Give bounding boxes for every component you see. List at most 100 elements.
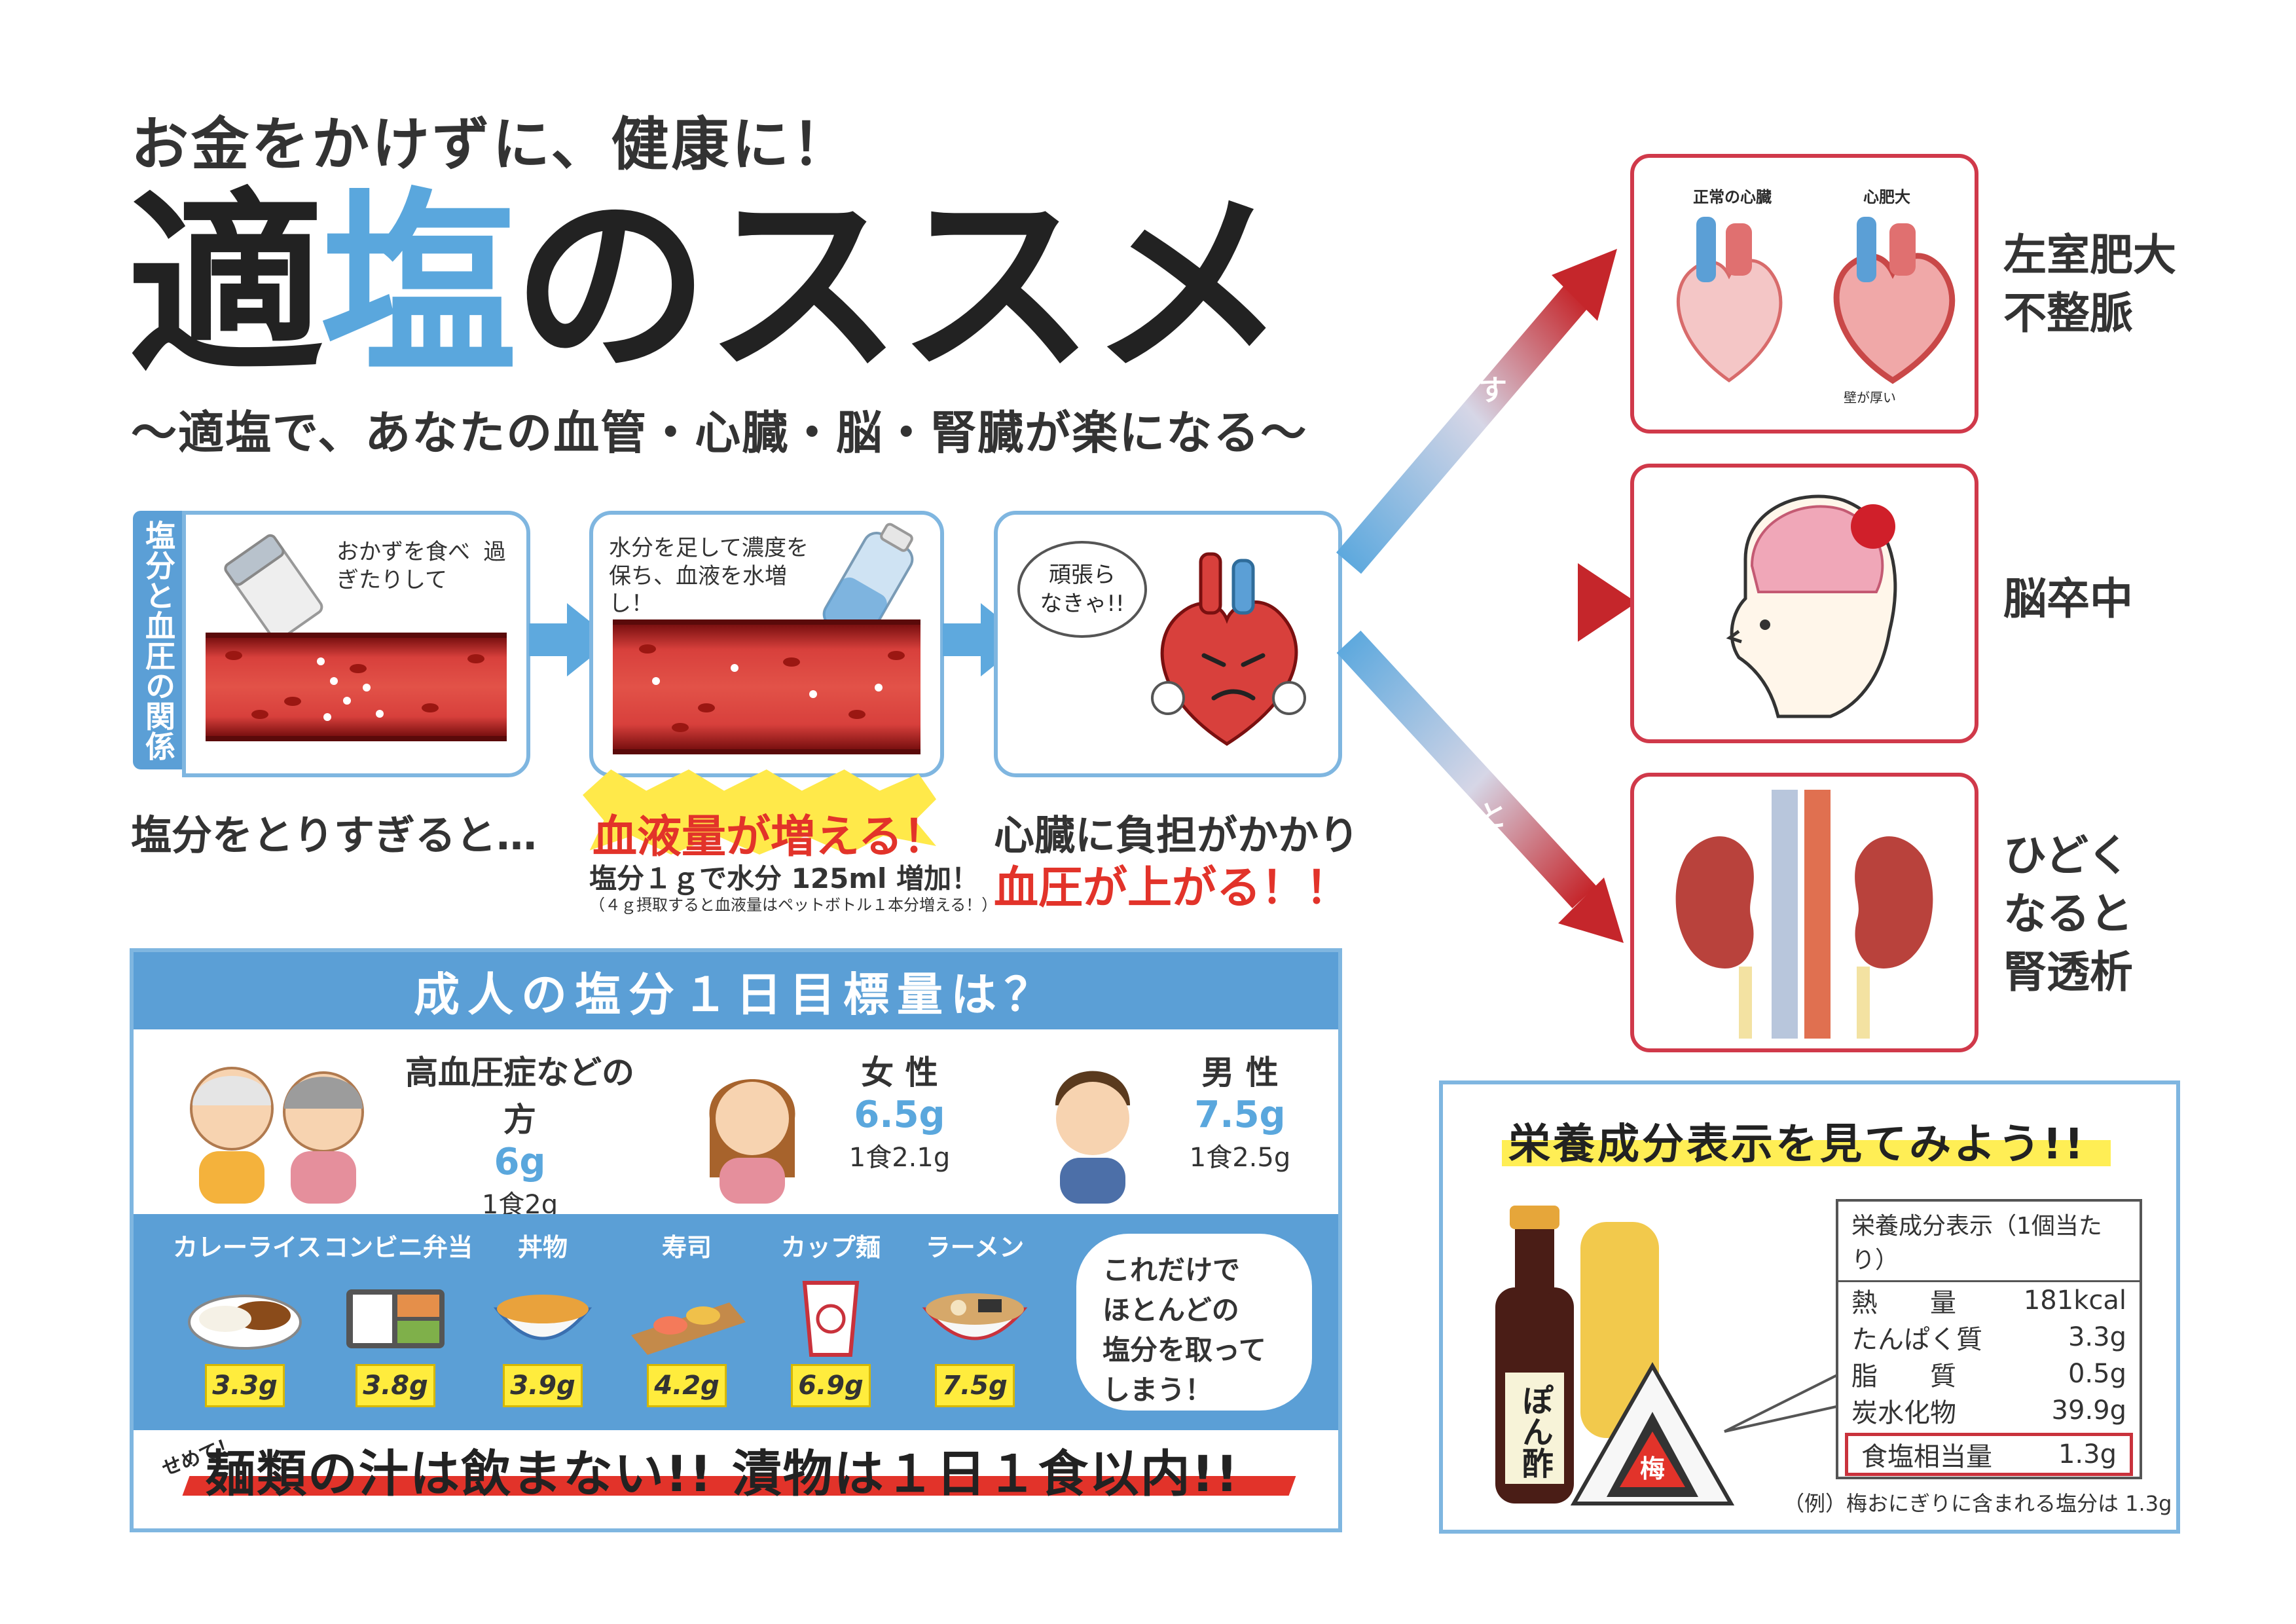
food-name: 丼物 [517, 1233, 568, 1262]
person-female: 女 性 6.5g 1食2.1g [814, 1046, 985, 1174]
food-name: ラーメン [925, 1233, 1025, 1262]
person-female-who: 女 性 [861, 1054, 938, 1092]
arrow-to-brain [1349, 563, 1637, 642]
nutrition-row-value: 0.5g [2068, 1359, 2126, 1389]
elderly-couple-icon [190, 1067, 364, 1204]
nutrition-row-energy: 熱 量 181kcal [1838, 1282, 2140, 1319]
food-salt-badge: 4.2g [647, 1364, 727, 1407]
nutrition-row-value: 181kcal [2023, 1285, 2126, 1316]
page-title: 適塩のススメ [128, 187, 1286, 383]
food-name: カレーライス [173, 1233, 321, 1262]
step1-caption: 塩分をとりすぎると… [131, 811, 538, 859]
person-female-amount: 6.5g [854, 1094, 945, 1136]
people-row: 高血圧症などの方 6g 1食2g 女 性 6.5g 1食2.1g 男 性 7.5… [134, 1033, 1338, 1220]
blood-vessel [206, 633, 507, 741]
normal-heart-icon [1676, 217, 1783, 383]
step2-sub: 塩分１ｇで水分 125ml 増加！ [589, 862, 979, 895]
step1-panel: おかずを食べ 過ぎたりして [182, 511, 530, 777]
arrow-label-top: す [1478, 374, 1507, 407]
heart-text-line2: 不整脈 [2003, 288, 2133, 339]
title-part-1: 適 [128, 169, 324, 400]
food-salt-badge: 3.3g [205, 1364, 285, 1407]
nutrition-title-highlight [1502, 1140, 2111, 1166]
food-salt-badge: 3.8g [355, 1364, 435, 1407]
nutrition-row-label: 炭水化物 [1851, 1398, 1956, 1428]
step2-fine: （４ｇ摂取すると血液量はペットボトル１本分増える！） [589, 896, 998, 914]
nutrition-row-value: 39.9g [2051, 1395, 2126, 1426]
arrow-to-heart [1336, 249, 1617, 574]
food-donburi: 丼物 3.9g [471, 1227, 615, 1407]
nutrition-title: 栄養成分表示を見てみよう!! [1508, 1120, 2086, 1169]
person-hypertension: 高血圧症などの方 6g 1食2g [395, 1046, 644, 1221]
kidneys-icon [1675, 790, 1933, 1039]
stressed-heart-icon [1151, 552, 1306, 746]
salt-warning-bubble: これだけで ほとんどの 塩分を取って しまう！ [1076, 1234, 1312, 1411]
bubble-line-1: これだけで [1102, 1254, 1241, 1286]
step1-note: おかずを食べ 過ぎたりして [337, 539, 506, 593]
nutrition-row-label: 熱 量 [1851, 1288, 1956, 1318]
blood-vessel-expanded [613, 619, 920, 754]
person-hypertension-who: 高血圧症などの方 [405, 1054, 634, 1139]
callout-pointer [1724, 1370, 1844, 1433]
kidney-text-line3: 腎透析 [2003, 947, 2133, 998]
bottom-message: 麺類の汁は飲まない!! 漬物は１日１食以内!! [206, 1445, 1240, 1503]
nutrition-row-salt: 食塩相当量 1.3g [1845, 1433, 2133, 1476]
food-name: カップ麺 [780, 1233, 881, 1262]
arrow-label-mid: る [1478, 589, 1507, 622]
salt-target-title: 成人の塩分１日目標量は？ [134, 952, 1338, 1029]
title-part-2: 塩 [320, 169, 517, 400]
ponzu-bottle-icon: ぽん酢 [1495, 1206, 1659, 1504]
nutrition-salt-value: 1.3g [2058, 1439, 2117, 1469]
outcome-kidney-text: ひどく なると 腎透析 [2003, 826, 2133, 1001]
nutrition-row-label: 脂 質 [1851, 1361, 1956, 1392]
nutrition-table: 栄養成分表示（1個当たり） 熱 量 181kcal たんぱく質 3.3g 脂 質… [1836, 1199, 2142, 1479]
step2-note: 水分を足して濃度を 保ち、血液を水増し！ [609, 535, 809, 617]
food-salt-badge: 6.9g [791, 1364, 871, 1407]
person-male-who: 男 性 [1201, 1054, 1279, 1092]
nutrition-row-carbs: 炭水化物 39.9g [1838, 1392, 2140, 1429]
thought-bubble: 頑張ら なきゃ!! [1017, 541, 1147, 638]
food-curry: カレーライス 3.3g [173, 1227, 321, 1407]
woman-icon [709, 1079, 795, 1204]
man-icon [1055, 1071, 1130, 1204]
person-male-per-meal: 1食2.5g [1189, 1143, 1291, 1173]
subtitle: 〜適塩で、あなたの血管・心臓・脳・腎臓が楽になる〜 [131, 406, 1308, 460]
bubble-line-2: ほとんどの [1102, 1293, 1239, 1326]
person-male-amount: 7.5g [1194, 1094, 1286, 1136]
enlarged-heart-icon [1833, 217, 1956, 384]
sushi-icon [631, 1302, 746, 1355]
ramen-icon [922, 1293, 1028, 1340]
food-ramen: ラーメン 7.5g [903, 1227, 1047, 1407]
donburi-icon [493, 1295, 592, 1340]
food-bento: コンビニ弁当 3.8g [323, 1227, 473, 1407]
arrow-label-bot: と [1478, 800, 1507, 833]
cup-noodle-icon [802, 1281, 860, 1357]
food-name: 寿司 [661, 1233, 712, 1262]
step2-caption: 血液量が増える！ [592, 811, 947, 863]
curry-icon [188, 1295, 302, 1350]
flow-arrow-2 [943, 623, 982, 656]
outcome-brain-box [1630, 464, 1978, 743]
header-tagline: お金をかけずに、健康に！ [131, 111, 852, 178]
person-hypertension-amount: 6g [494, 1141, 546, 1183]
flow-arrow-1 [529, 623, 568, 656]
outcome-heart-text: 左室肥大 不整脈 [2003, 226, 2176, 342]
heart-wall-note: 壁が厚い [1844, 390, 1896, 405]
step3-panel: 頑張ら なきゃ!! [994, 511, 1342, 777]
heart-text-line1: 左室肥大 [2003, 230, 2176, 280]
person-male: 男 性 7.5g 1食2.5g [1155, 1046, 1325, 1174]
nutrition-row-label: たんぱく質 [1851, 1325, 1982, 1355]
kidney-text-line1: ひどく [2003, 830, 2131, 881]
onigiri-label: 梅 [1640, 1454, 1665, 1483]
ponzu-label: ぽん酢 [1516, 1384, 1553, 1479]
food-salt-badge: 3.9g [503, 1364, 583, 1407]
bubble-line-3: 塩分を取って [1102, 1333, 1266, 1366]
nutrition-row-fat: 脂 質 0.5g [1838, 1356, 2140, 1392]
nutrition-table-header: 栄養成分表示（1個当たり） [1838, 1202, 2140, 1282]
arrow-to-kidney [1336, 631, 1624, 943]
step2-panel: 水分を足して濃度を 保ち、血液を水増し！ [589, 511, 944, 777]
relation-side-label: 塩分と血圧の関係 [133, 511, 184, 769]
heart-label-normal: 正常の心臓 [1693, 188, 1772, 206]
step3-caption-2: 血圧が上がる！！ [994, 862, 1351, 914]
onigiri-icon: 梅 [1570, 1361, 1735, 1505]
